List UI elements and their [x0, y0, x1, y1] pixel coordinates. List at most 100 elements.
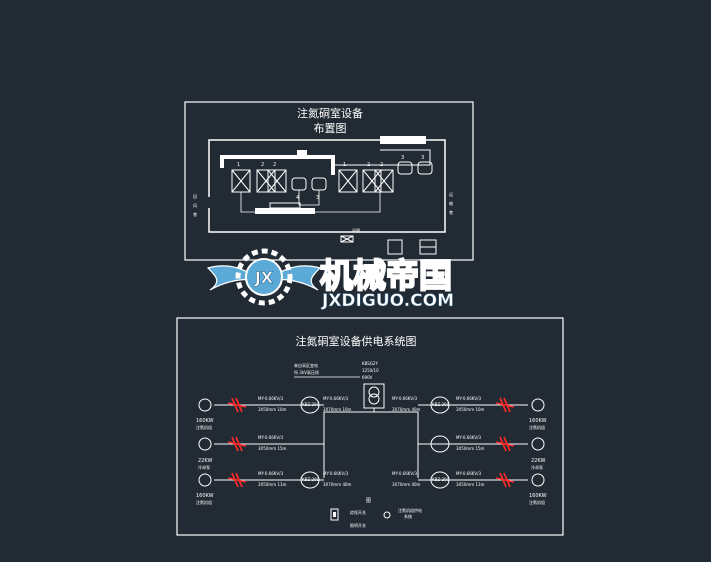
switch-bank: [255, 208, 315, 214]
motor-icon: [531, 473, 545, 487]
unit-7: [362, 169, 382, 193]
layout-frame: [184, 101, 474, 261]
bus-left: [323, 408, 375, 478]
power-frame: [176, 317, 564, 536]
switch-symbol-icon: [330, 508, 339, 521]
motor-icon: [531, 437, 545, 451]
layout-drawing: 注氮硐室设备 布置图: [184, 101, 474, 261]
switch-label: KBZ-200: [302, 477, 320, 482]
power-legend: 图 综保开关 照明开关 注氮机组供电 系统: [330, 498, 422, 528]
side-label-left: 回: [193, 194, 197, 199]
unit-8: [374, 169, 394, 193]
legend-left: 综保开关: [350, 509, 366, 515]
cable-label: MY-0.66KV/3: [258, 396, 283, 401]
side-label-right: 输: [449, 200, 453, 206]
cable-label: MY-0.66KV/3: [456, 435, 481, 440]
cable-label: MY-0.66KV/3: [323, 471, 348, 476]
cable-label: MY-0.66KV/3: [392, 396, 417, 401]
number-label: 1: [237, 162, 240, 168]
watermark-en: JXDIGUO.COM: [321, 291, 454, 311]
switch-label: KBZ-200: [432, 477, 450, 482]
power-diagram: 注氮硐室设备供电系统图 来自采区变电 所 3kV高压线 KBSG2Y 1250/…: [176, 317, 564, 536]
number-label: 2: [273, 162, 276, 168]
fault-mark: [227, 436, 247, 452]
legend-grid: [387, 239, 403, 255]
side-label-left: 巷: [193, 212, 197, 217]
power-title: 注氮硐室设备供电系统图: [296, 334, 417, 348]
transformer-label: 1250/10: [362, 368, 379, 373]
switch-label: KBZ-200: [432, 402, 450, 407]
number-label: 1: [343, 162, 346, 168]
unit-2: [256, 169, 276, 193]
legend-right: 注氮机组供电: [398, 507, 422, 513]
motor-name: 注氮机组: [196, 424, 212, 430]
layout-title-2: 布置图: [314, 122, 347, 135]
unit-10: [417, 161, 433, 175]
pipe-branch: [332, 149, 431, 175]
cable-label: MY-0.66KV/3: [258, 471, 283, 476]
switch-icon: [300, 471, 320, 489]
motor-name: 注氮机组: [529, 499, 545, 505]
gear-icon: [235, 248, 293, 306]
motor-power: 160KW: [196, 493, 214, 499]
unit-5: [311, 177, 327, 191]
fault-mark: [227, 397, 247, 413]
lamp-icon: [383, 511, 391, 519]
number-label: 2: [380, 162, 383, 168]
number-label: 2: [261, 162, 264, 168]
bus-right: [374, 411, 419, 478]
motor-power: 22KW: [198, 458, 212, 464]
motor-power: 160KW: [529, 493, 547, 499]
motor-icon: [198, 398, 212, 412]
unit-6: [338, 169, 358, 193]
cable-label: MY-0.66KV/3: [392, 471, 417, 476]
watermark: JX 机械帝国 JXDIGUO.COM: [206, 248, 454, 311]
motor-icon: [198, 437, 212, 451]
number-label: 3: [316, 195, 319, 201]
switch-icon: [430, 471, 450, 489]
motor-icon: [198, 473, 212, 487]
cable-label: MY-0.66KV/3: [456, 396, 481, 401]
cable-label: 3X50mm 11m: [456, 482, 485, 487]
switch-icon: [430, 396, 450, 414]
left-branches: KBZ-200 KBZ-200 MY-0.66KV/3 3X50mm 10m M…: [196, 396, 352, 505]
side-label-right: 运: [449, 191, 453, 197]
legend-symbol: [340, 235, 354, 243]
layout-legend-title: 说明: [352, 227, 360, 233]
source-label: 所 3kV高压线: [294, 369, 319, 375]
cable-label: 3X70mm 40m: [392, 482, 421, 487]
fault-mark: [495, 397, 515, 413]
motor-name: 注氮机组: [529, 424, 545, 430]
switch-label: KBZ-200: [302, 402, 320, 407]
fault-mark: [495, 436, 515, 452]
fault-mark: [495, 472, 515, 488]
cable-label: 3X50mm 10m: [456, 407, 485, 412]
legend-right-2: 系统: [404, 513, 412, 519]
chamber-door: [380, 136, 426, 144]
cable-label: MY-0.66KV/3: [323, 396, 348, 401]
cable-label: 3X50mm 15m: [456, 446, 485, 451]
pipe-valve: [297, 150, 307, 155]
side-label-right: 巷: [449, 210, 453, 215]
number-label: 4: [296, 195, 299, 201]
fault-mark: [227, 472, 247, 488]
motor-power: 22KW: [531, 458, 545, 464]
cable-label: 3X70mm 10m: [323, 407, 352, 412]
chamber-wall: [208, 139, 446, 233]
legend-mark: 图: [366, 498, 371, 504]
transformer-label: KBSG2Y: [362, 361, 378, 366]
watermark-cn: 机械帝国: [320, 256, 452, 295]
cable-label: 3X50mm 15m: [258, 446, 287, 451]
legend-left-2: 照明开关: [350, 522, 366, 528]
motor-name: 注氮机组: [196, 499, 212, 505]
wing-left-icon: [206, 265, 260, 291]
transformer-label: 690V: [362, 375, 373, 380]
cable-label: 3X70mm 40m: [323, 482, 352, 487]
unit-4: [291, 177, 307, 191]
motor-power: 160KW: [196, 418, 214, 424]
cable-label: 3X50mm 11m: [258, 482, 287, 487]
transformer-icon: [368, 386, 380, 398]
logo-text: JX: [254, 268, 274, 287]
